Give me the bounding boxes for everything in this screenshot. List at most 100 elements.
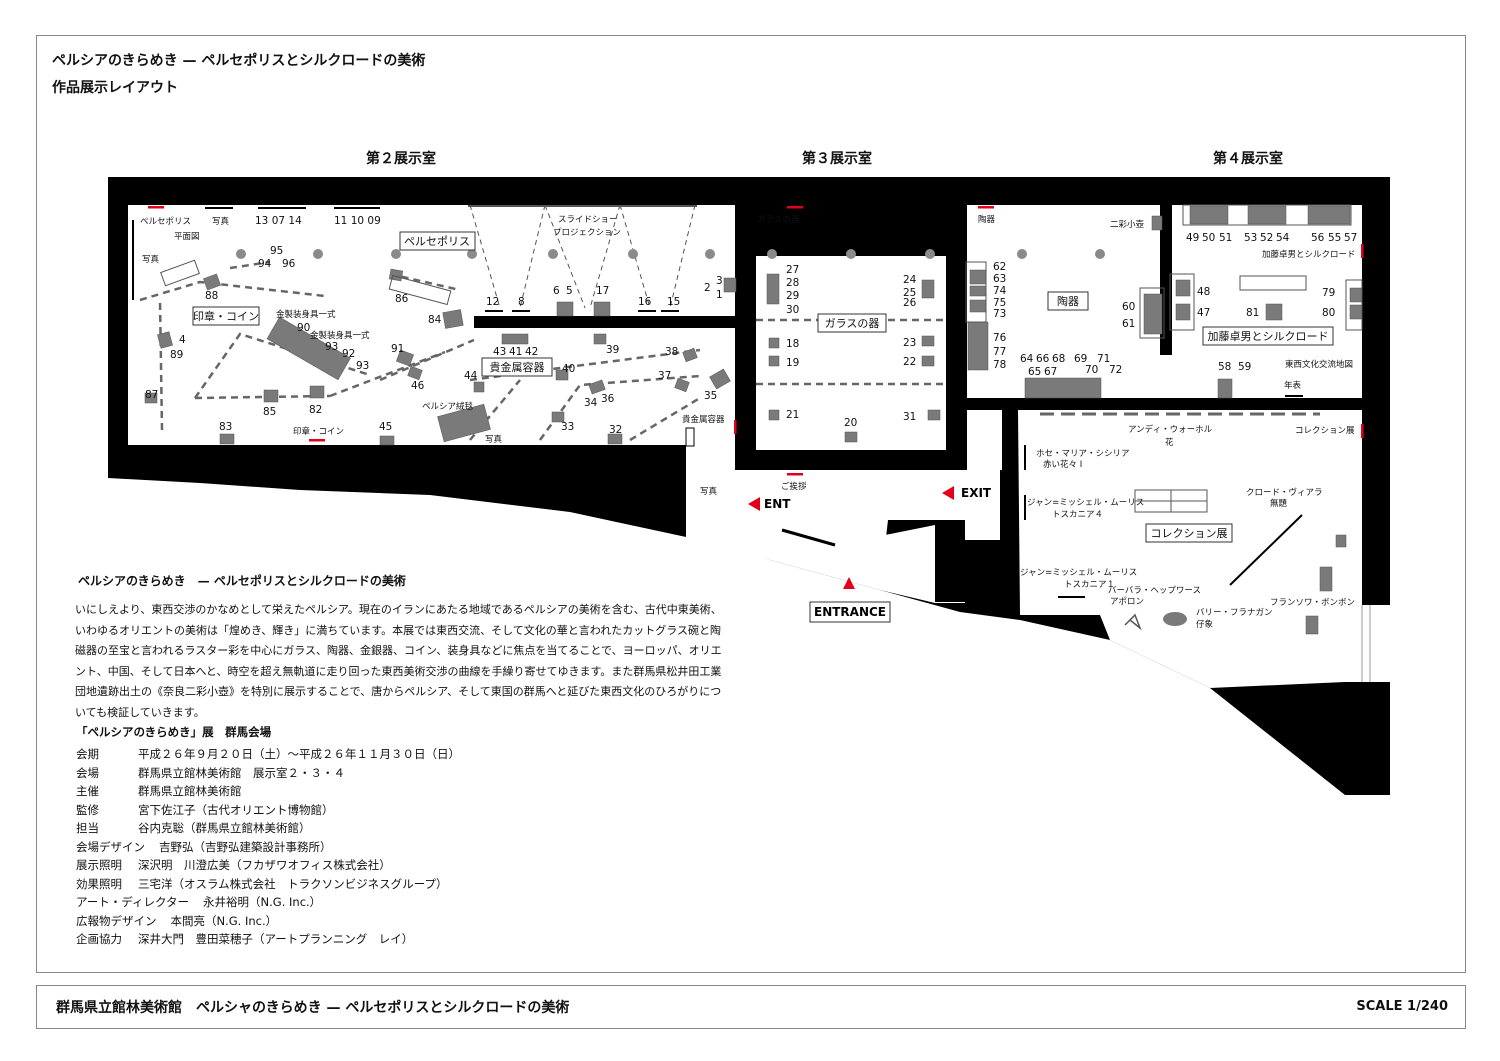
- room-4-label: 第４展示室: [1213, 151, 1283, 167]
- credit-row: 監修宮下佐江子（古代オリエント博物館）: [76, 801, 460, 820]
- map-text: 41: [509, 346, 522, 358]
- map-text: 61: [1122, 318, 1135, 330]
- outer-frame: [36, 35, 1466, 973]
- label-persepolis: ペルセポリス: [404, 235, 470, 248]
- map-text: 写真: [142, 254, 160, 265]
- map-text: 76: [993, 332, 1007, 344]
- scale-label: SCALE 1/240: [1356, 999, 1448, 1014]
- map-text: 12: [486, 296, 499, 308]
- map-text: 66: [1036, 353, 1050, 365]
- map-text: 監修: [76, 802, 99, 817]
- label-glass: ガラスの器: [825, 317, 880, 330]
- map-text: 55: [1328, 232, 1341, 244]
- map-text: 21: [786, 409, 799, 421]
- floor-corridor: [686, 445, 1000, 603]
- credit-row: 主催群馬県立館林美術館: [76, 782, 460, 801]
- map-text: 48: [1197, 286, 1210, 298]
- map-text: 赤い花々 I: [1043, 459, 1082, 470]
- map-text: 69: [1074, 353, 1087, 365]
- map-text: 70: [1085, 364, 1098, 376]
- map-text: 平面図: [174, 232, 200, 242]
- floor-room3: [756, 256, 946, 450]
- info-title: 「ペルシアのきらめき」展 群馬会場: [76, 725, 272, 739]
- map-text: 26: [903, 297, 917, 309]
- map-text: 5: [566, 285, 573, 297]
- map-text: 80: [1322, 307, 1335, 319]
- map-text: 89: [170, 349, 183, 361]
- map-text: 印章・コイン: [293, 426, 344, 437]
- map-text: 47: [1197, 307, 1210, 319]
- map-text: 46: [411, 380, 425, 392]
- map-text: 67: [1044, 366, 1057, 378]
- map-text: 25: [903, 287, 916, 299]
- map-text: バーバラ・ヘップワース: [1108, 586, 1201, 596]
- map-text: 年表: [1284, 380, 1302, 391]
- map-text: 群馬県立館林美術館: [138, 784, 242, 798]
- map-text: 三宅洋（オスラム株式会社 トラクソンビジネスグループ）: [138, 876, 448, 891]
- map-text: 陶器: [978, 214, 996, 225]
- map-text: 仔象: [1196, 619, 1214, 630]
- label-metal: 貴金属容器: [490, 360, 545, 374]
- door-line: [781, 528, 836, 547]
- map-text: アポロン: [1110, 597, 1144, 607]
- map-text: 50: [1202, 232, 1215, 244]
- map-text: ご挨拶: [781, 481, 807, 492]
- map-text: トスカニア１: [1064, 580, 1115, 590]
- map-text: 4: [179, 334, 186, 346]
- map-text: 91: [391, 343, 404, 355]
- credit-row: 担当谷内克聡（群馬県立館林美術館）: [76, 819, 460, 838]
- map-text: 82: [309, 404, 322, 416]
- credit-row: 広報物デザイン本間亮（N.G. Inc.）: [76, 912, 460, 931]
- map-text: 74: [993, 285, 1007, 297]
- map-text: 34: [584, 397, 598, 409]
- map-text: 60: [1122, 301, 1135, 313]
- page-subtitle: 作品展示レイアウト: [52, 80, 178, 96]
- label-seal-coin: 印章・コイン: [193, 309, 259, 323]
- map-text: 54: [1276, 232, 1290, 244]
- map-text: 東西文化交流地図: [1285, 359, 1353, 370]
- map-text: 92: [342, 348, 355, 360]
- map-text: 二彩小壺: [1110, 219, 1145, 230]
- map-text: スライドショー: [558, 215, 618, 225]
- floor-room2: [128, 205, 735, 445]
- map-text: 11 10 09: [334, 215, 381, 227]
- credit-row: 会場デザイン吉野弘（吉野弘建築設計事務所）: [76, 838, 460, 857]
- wall-col-left: [1002, 410, 1018, 538]
- map-text: 44: [464, 370, 478, 382]
- map-text: 16: [638, 296, 652, 308]
- label-collection: コレクション展: [1151, 527, 1228, 540]
- wall-r3-left: [735, 254, 756, 470]
- map-text: ジャン=ミッシェル・ムーリス: [1020, 568, 1137, 578]
- map-text: 62: [993, 261, 1006, 273]
- map-text: 吉野弘（吉野弘建築設計事務所）: [159, 839, 332, 854]
- map-text: 加藤卓男とシルクロード: [1262, 249, 1356, 260]
- map-text: ガラスの器: [757, 214, 800, 225]
- map-text: 谷内克聡（群馬県立館林美術館）: [138, 821, 311, 835]
- map-text: 56: [1311, 232, 1325, 244]
- map-text: 3: [716, 275, 723, 287]
- map-text: 93: [325, 341, 338, 353]
- map-text: 39: [606, 344, 619, 356]
- map-text: 95: [270, 245, 283, 257]
- map-text: 6: [553, 285, 560, 297]
- map-text: 58: [1218, 361, 1231, 373]
- map-text: コレクション展: [1295, 426, 1355, 436]
- map-text: 13 07 14: [255, 215, 302, 227]
- map-text: 写真: [212, 216, 230, 227]
- footer-bar: [36, 985, 1466, 1029]
- map-text: 73: [993, 308, 1006, 320]
- credits-list: 会期平成２６年９月２０日（土）～平成２６年１１月３０日（日） 会場群馬県立館林美…: [76, 745, 460, 949]
- label-ceramics: 陶器: [1057, 294, 1079, 308]
- map-text: アート・ディレクター: [76, 895, 190, 909]
- map-text: 群馬県立館林美術館 展示室２・３・４: [138, 765, 345, 780]
- map-text: 22: [903, 356, 916, 368]
- map-text: 平成２６年９月２０日（土）～平成２６年１１月３０日（日）: [138, 747, 460, 761]
- map-text: 8: [518, 296, 525, 308]
- wall-r4-bottom: [967, 398, 1322, 410]
- map-text: 33: [561, 421, 574, 433]
- map-text: 無題: [1270, 498, 1288, 509]
- map-text: 36: [601, 393, 615, 405]
- map-text: 87: [145, 389, 158, 401]
- map-text: 42: [525, 346, 538, 358]
- map-text: 花: [1165, 437, 1174, 448]
